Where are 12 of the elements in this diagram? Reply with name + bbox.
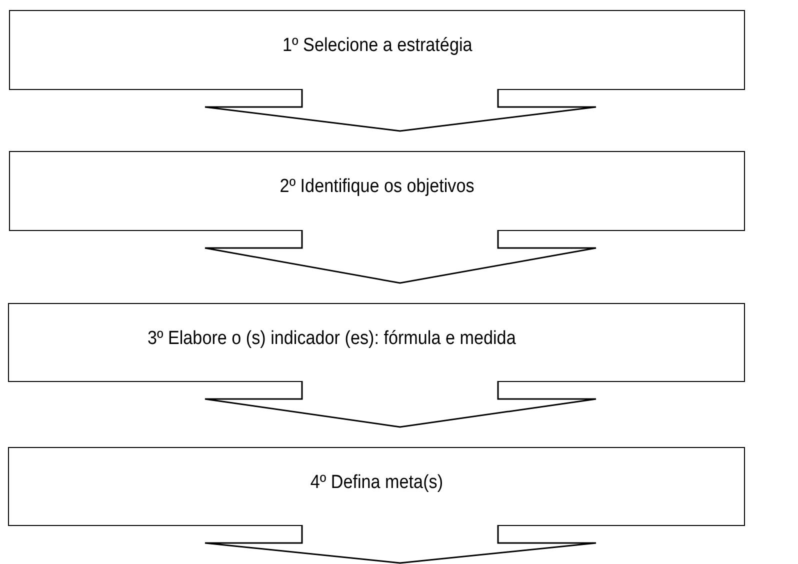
block-arrow [204, 229, 597, 284]
step-text: 1º Selecione a estratégia [282, 35, 472, 57]
block-arrow [204, 380, 597, 428]
step-text: 3º Elabore o (s) indicador (es): fórmula e medida [147, 328, 516, 350]
process-box [9, 151, 745, 231]
block-arrow [204, 524, 597, 564]
block-arrow [204, 88, 597, 132]
process-box [8, 447, 745, 526]
step-text: 2º Identifique os objetivos [280, 176, 474, 198]
process-box [9, 10, 745, 90]
process-box [8, 303, 745, 382]
step-text: 4º Defina meta(s) [310, 472, 443, 494]
